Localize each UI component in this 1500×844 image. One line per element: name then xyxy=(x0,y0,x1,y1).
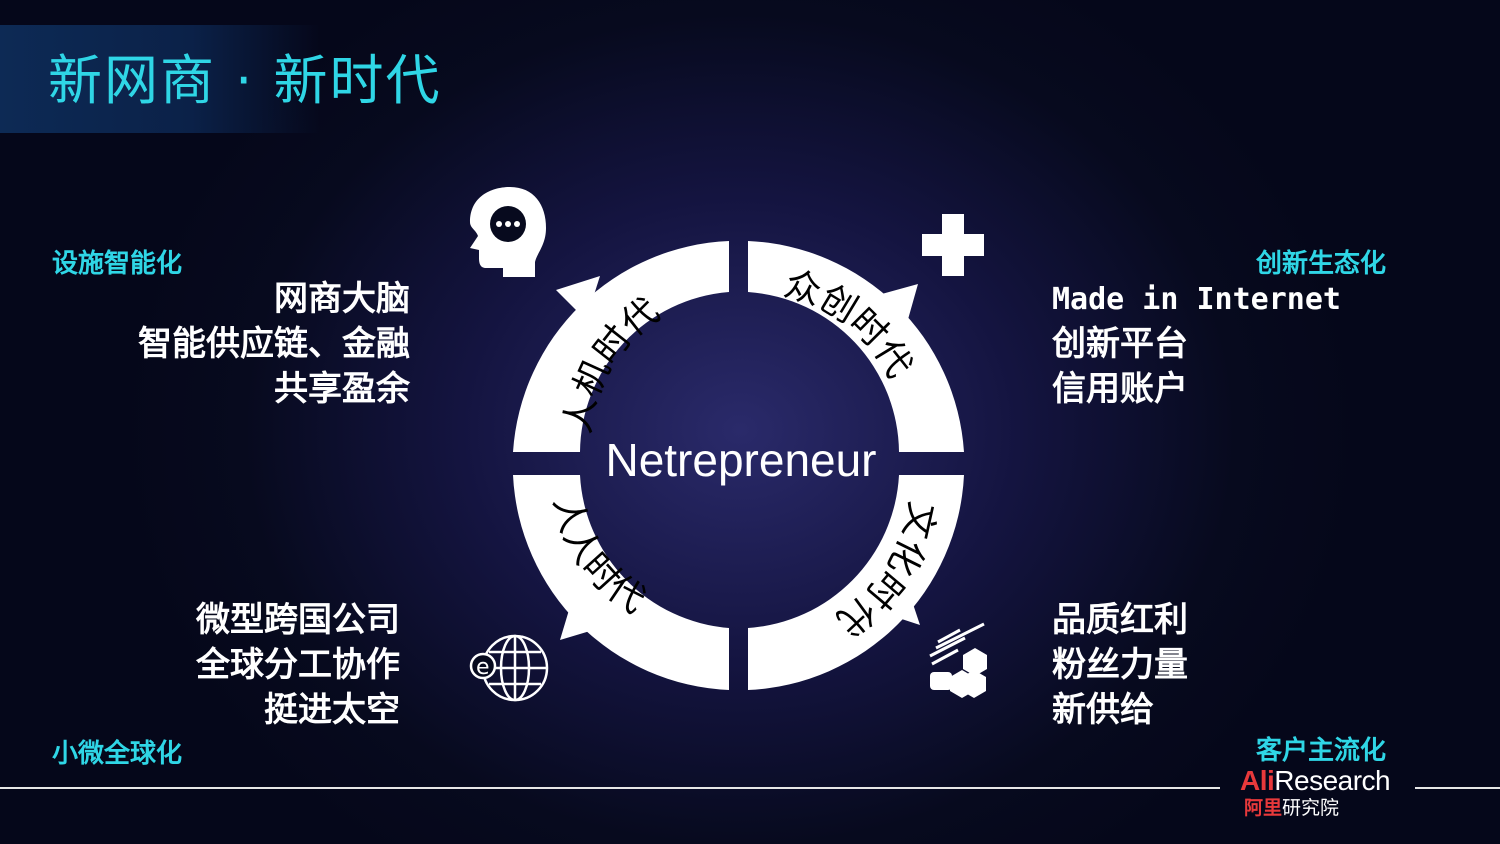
list-item: 创新平台 xyxy=(1052,324,1188,364)
list-item: 粉丝力量 xyxy=(1052,645,1188,685)
list-item: 微型跨国公司 xyxy=(196,600,400,640)
footer-divider-right xyxy=(1415,787,1500,789)
heading-top-left: 设施智能化 xyxy=(52,249,183,279)
heading-top-right: 创新生态化 xyxy=(1256,249,1387,279)
list-item: Made in Internet xyxy=(1052,282,1341,317)
plus-icon xyxy=(922,214,984,276)
list-item: 智能供应链、金融 xyxy=(138,324,410,364)
list-top-left: 网商大脑 智能供应链、金融 共享盈余 xyxy=(138,277,410,412)
list-item: 信用账户 xyxy=(1052,369,1188,409)
title-banner xyxy=(0,25,320,133)
svg-text:e: e xyxy=(476,655,490,680)
aliresearch-logo: AliResearch 阿里研究院 xyxy=(1240,765,1391,819)
globe-e-icon: e xyxy=(469,634,549,702)
arrow-bottom-left xyxy=(560,600,600,640)
arrow-bottom-right xyxy=(880,580,920,625)
arrow-top-left xyxy=(556,276,600,320)
logo-cn-red: 阿里 xyxy=(1244,797,1283,819)
list-bottom-left: 微型跨国公司 全球分工协作 挺进太空 xyxy=(196,598,400,733)
logo-cn-white: 研究院 xyxy=(1282,797,1340,819)
logo-research: Research xyxy=(1274,765,1391,796)
heading-bottom-left: 小微全球化 xyxy=(52,739,183,769)
ring-segment-bottom-left xyxy=(513,475,729,690)
list-item: 全球分工协作 xyxy=(196,645,400,685)
honey-hexagon-icon xyxy=(929,622,987,698)
ring-segment-top-right xyxy=(748,241,964,452)
footer-divider-left xyxy=(0,787,1220,789)
center-label: Netrepreneur xyxy=(605,434,876,486)
list-item: 挺进太空 xyxy=(264,690,400,730)
list-item: 网商大脑 xyxy=(274,279,410,319)
list-top-right: Made in Internet 创新平台 信用账户 xyxy=(1052,277,1341,412)
head-chat-icon xyxy=(470,187,546,277)
list-item: 品质红利 xyxy=(1052,600,1188,640)
list-item: 新供给 xyxy=(1052,690,1154,730)
arrow-top-right xyxy=(878,284,918,330)
logo-ali: Ali xyxy=(1240,765,1275,796)
list-bottom-right: 品质红利 粉丝力量 新供给 xyxy=(1052,598,1188,733)
list-item: 共享盈余 xyxy=(274,369,410,409)
heading-bottom-right: 客户主流化 xyxy=(1256,736,1387,766)
ring-segment-bottom-right xyxy=(748,475,964,690)
page-title: 新网商 · 新时代 xyxy=(48,49,442,112)
ring-segment-top-left xyxy=(513,241,729,452)
